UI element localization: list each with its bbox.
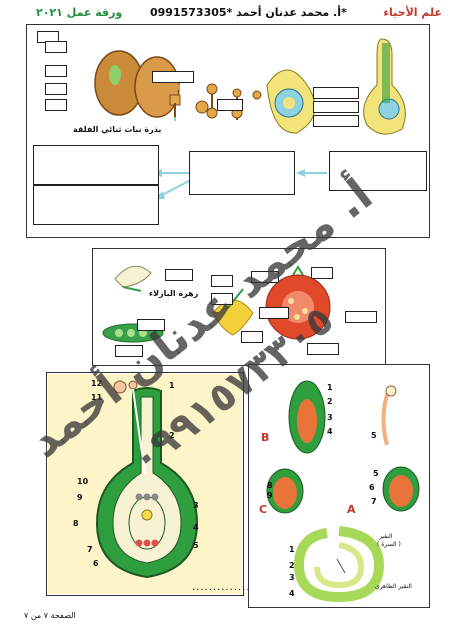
answer-box[interactable] [211,275,233,287]
answer-box[interactable] [307,343,339,355]
answer-box[interactable] [45,41,67,53]
seed-panel: بذرة نبات ثنائي الفلقة [26,24,430,238]
label-6: 6 [93,559,99,568]
answer-box[interactable] [313,101,359,113]
flower-illustration [102,265,331,343]
answer-box[interactable] [259,307,289,319]
label-5: 5 [193,541,199,550]
label-10: 10 [77,477,89,486]
label-b-3: 3 [327,413,333,422]
answer-box[interactable] [115,345,143,357]
letter-a: A [347,503,356,516]
answer-box[interactable] [165,269,193,281]
answer-box[interactable] [311,267,333,279]
label-a-6: 6 [369,483,375,492]
label-4: 4 [193,523,199,532]
answer-box[interactable] [45,83,67,95]
label-7: 7 [87,545,93,554]
answer-box[interactable] [152,71,194,83]
answer-box[interactable] [137,319,165,331]
answer-box[interactable] [45,65,67,77]
label-2: 2 [169,431,175,440]
label-c-8: 8 [267,481,273,490]
answer-box[interactable] [313,87,359,99]
answer-box-large[interactable] [33,145,159,185]
answer-box[interactable] [345,311,377,323]
label-3: 3 [193,501,199,510]
answer-box-large[interactable] [33,185,159,225]
answer-box[interactable] [45,99,67,111]
answer-box-large[interactable] [329,151,427,191]
ovule-num-1: 1 [289,545,295,554]
page-number: الصفحة ٧ من ٧ [24,611,76,620]
answer-dots: ................ [192,582,259,593]
teacher-name: أ. محمد عدنان أحمد *0991573305* [150,6,347,19]
ovule-caption-top: النقير [379,533,393,540]
seed-caption: بذرة نبات ثنائي الفلقة [73,125,162,134]
ovule-panel: B C A 1 2 3 4 5 8 9 5 6 7 النقير ( السرة… [248,364,430,608]
label-8: 8 [73,519,79,528]
label-9: 9 [77,493,83,502]
letter-b: B [261,431,270,444]
label-12: 12 [91,379,103,388]
ovule-caption-bottom: النقير الظاهري [375,583,412,590]
label-5: 5 [371,431,377,440]
answer-box[interactable] [251,271,279,283]
label-a-7: 7 [371,497,377,506]
ovule-num-4: 4 [289,589,295,598]
label-b-1: 1 [327,383,333,392]
worksheet-title: ورقة عمل ٢٠٢١ [36,6,123,19]
label-b-4: 4 [327,427,333,436]
answer-box[interactable] [313,115,359,127]
answer-box[interactable] [241,331,263,343]
pistil-illustration [48,374,242,594]
label-1: 1 [169,381,175,390]
answer-box[interactable] [211,293,233,305]
label-b-2: 2 [327,397,333,406]
ovule-num-2: 2 [289,561,295,570]
ovule-illustration [266,380,420,603]
letter-c: C [259,503,268,516]
subject-title: علم الأحياء [383,6,442,19]
flower-panel: زهرة البازلاء [92,248,386,366]
answer-box[interactable] [217,99,243,111]
pea-flower-caption: زهرة البازلاء [149,289,199,298]
label-a-5: 5 [373,469,379,478]
answer-box-large[interactable] [189,151,295,195]
ovule-num-3: 3 [289,573,295,582]
label-c-9: 9 [267,491,273,500]
ovule-caption-top2: ( السرة ) [377,541,401,548]
pistil-panel: 1 2 3 4 5 6 7 8 9 10 11 12 [46,372,244,596]
label-11: 11 [91,393,103,402]
